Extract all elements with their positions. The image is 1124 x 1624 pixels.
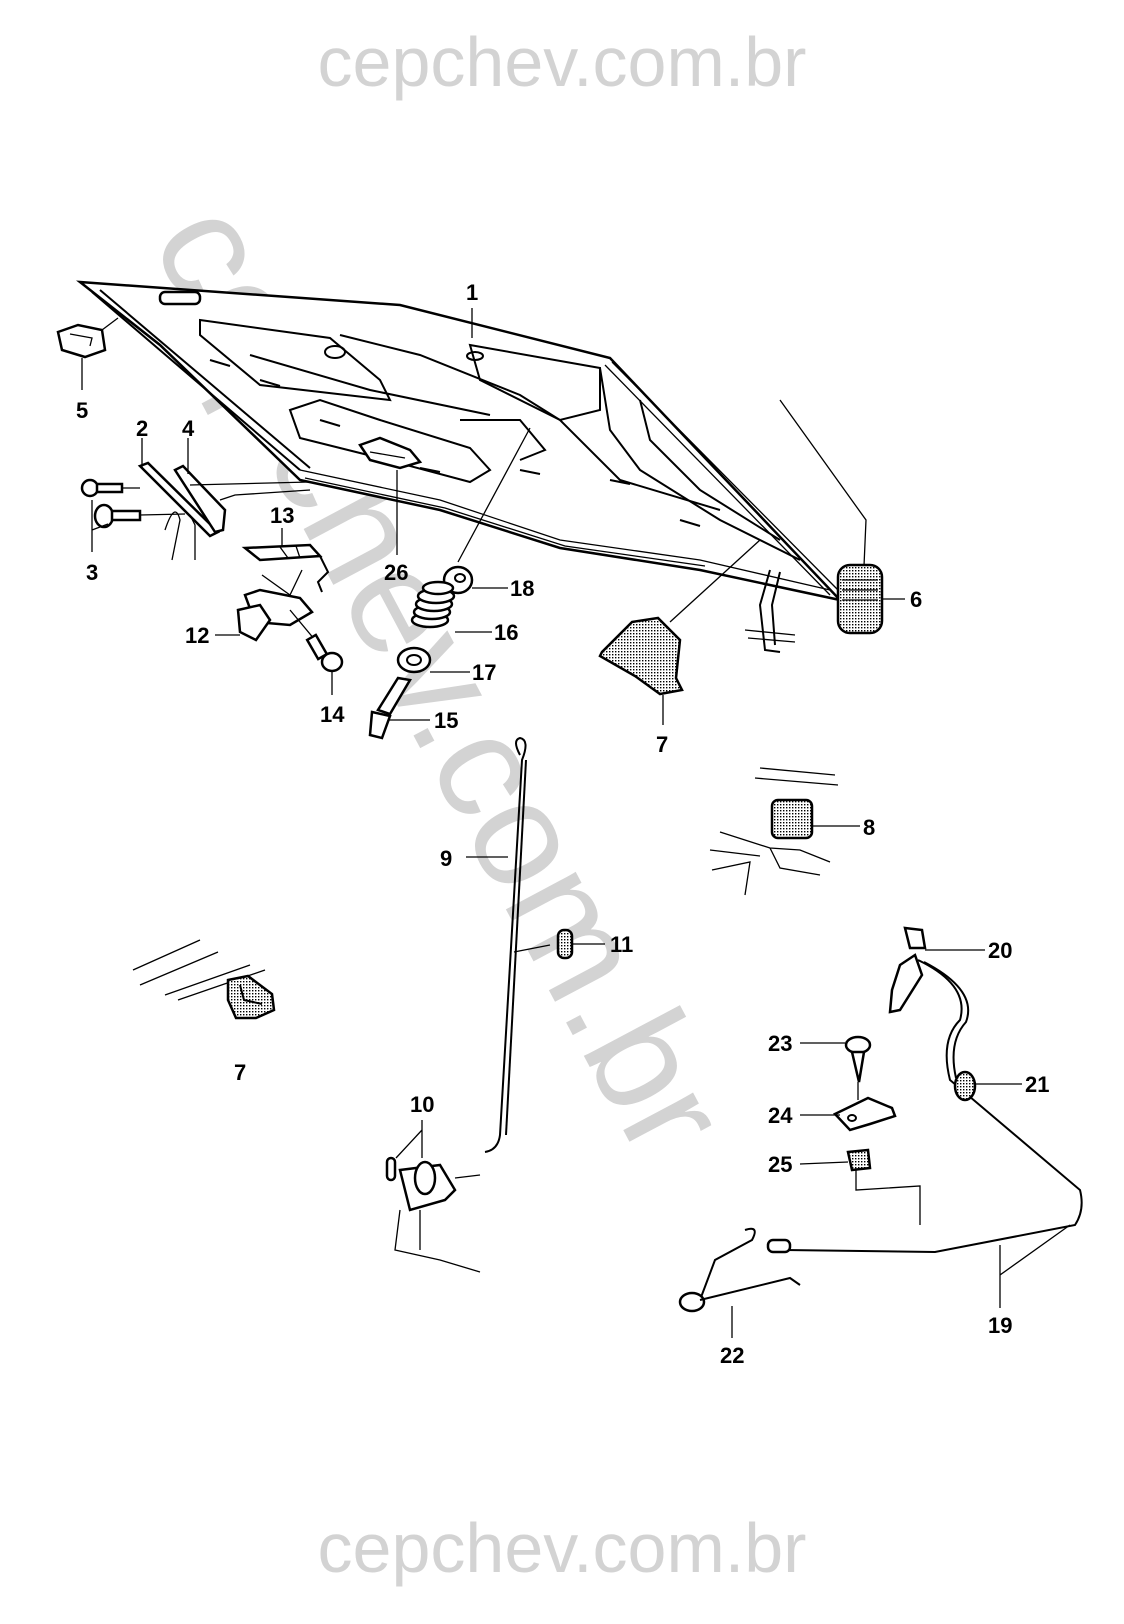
callout-15: 15 [434, 708, 458, 733]
clip-nut [846, 1148, 921, 1225]
clip-screw [844, 1035, 872, 1100]
hinge-assembly [80, 461, 311, 561]
latch-washer [396, 646, 432, 674]
callout-8: 8 [863, 815, 875, 840]
callout-3: 3 [86, 560, 98, 585]
hood-latch-striker [358, 436, 423, 470]
callout-5: 5 [76, 398, 88, 423]
safety-catch-assembly [236, 543, 344, 673]
callout-20: 20 [988, 938, 1012, 963]
bolt-lower [93, 503, 186, 529]
callout-24: 24 [768, 1103, 793, 1128]
callout-4: 4 [182, 416, 195, 441]
callout-25: 25 [768, 1152, 792, 1177]
callout-2: 2 [136, 416, 148, 441]
watermark-top: cepchev.com.br [317, 23, 807, 101]
latch-spring [410, 580, 456, 629]
latch-bolt [368, 676, 412, 740]
leader-lines [81, 308, 1071, 1338]
callout-9: 9 [440, 846, 452, 871]
hood-support-bracket [744, 569, 796, 653]
prop-rod [484, 736, 527, 1153]
callout-7-upper: 7 [656, 732, 668, 757]
callout-19: 19 [988, 1313, 1012, 1338]
callout-13: 13 [270, 503, 294, 528]
callout-21: 21 [1025, 1072, 1049, 1097]
callout-16: 16 [494, 620, 518, 645]
callout-26: 26 [384, 560, 408, 585]
callout-1: 1 [466, 280, 478, 305]
callout-14: 14 [320, 702, 345, 727]
callout-10: 10 [410, 1092, 434, 1117]
callout-labels: 1 2 3 4 5 6 7 7 8 9 10 11 12 13 14 15 16… [76, 280, 1049, 1368]
latch-stack [368, 427, 531, 740]
hood-bumper-side-lower [132, 939, 276, 1020]
hood-bumper-corner [56, 317, 119, 359]
hood-bumper-side [598, 539, 761, 696]
callout-23: 23 [768, 1031, 792, 1056]
callout-7-lower: 7 [234, 1060, 246, 1085]
release-cable [766, 959, 1083, 1254]
catch-rivet [289, 609, 344, 673]
cable-clip [832, 1096, 897, 1132]
cable-grommet [953, 1070, 977, 1102]
prop-rod-retainer [385, 1156, 481, 1273]
release-handle [888, 926, 927, 1014]
callout-11: 11 [610, 932, 633, 957]
bolt-upper [80, 478, 140, 498]
hood-bumper-clip [709, 767, 839, 896]
watermark-bottom: cepchev.com.br [317, 1509, 807, 1587]
latch-return-spring [678, 1227, 801, 1313]
callout-18: 18 [510, 576, 534, 601]
callout-22: 22 [720, 1343, 744, 1368]
hood-panel [76, 280, 844, 603]
callout-6: 6 [910, 587, 922, 612]
callout-12: 12 [185, 623, 209, 648]
callout-17: 17 [472, 660, 496, 685]
